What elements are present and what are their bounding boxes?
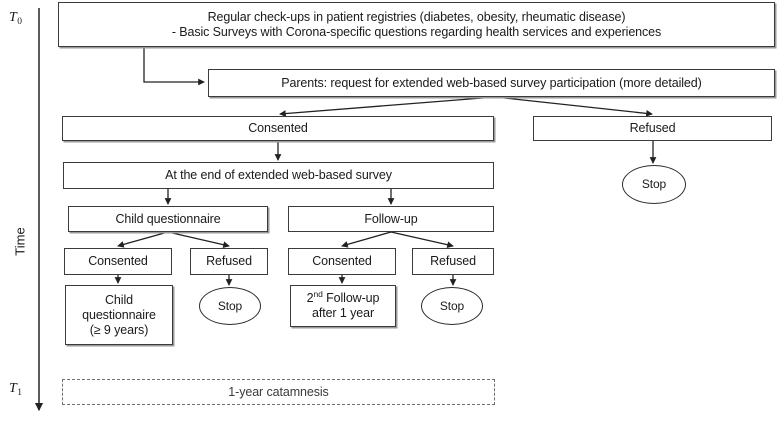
child-consented-label: Consented	[88, 254, 148, 268]
time-label-t1: T1	[9, 381, 23, 398]
node-second-follow-up: 2nd Follow-up after 1 year	[290, 285, 396, 327]
refused-top-label: Refused	[629, 121, 676, 135]
consented-top-label: Consented	[248, 121, 308, 135]
node-child-questionnaire-branch: Child questionnaire	[68, 206, 268, 232]
followup-refused-label: Refused	[430, 254, 476, 268]
second-follow-up-number: 2	[306, 291, 314, 305]
followup-consented-label: Consented	[312, 254, 372, 268]
node-stop-refused-top: Stop	[622, 165, 686, 204]
node-child-consented: Consented	[64, 248, 172, 275]
time-axis-label: Time	[12, 227, 28, 256]
stop-refused-top-label: Stop	[641, 177, 667, 191]
second-follow-up-text: Follow-up	[322, 291, 380, 305]
second-follow-up-line-1: 2nd Follow-up	[306, 288, 380, 306]
stop-followup-refused-label: Stop	[439, 298, 465, 313]
node-child-refused: Refused	[190, 248, 268, 275]
stop-child-refused-label: Stop	[217, 298, 243, 313]
node-refused-top: Refused	[533, 116, 772, 141]
second-follow-up-ordinal-suffix: nd	[313, 288, 323, 299]
node-baseline-surveys: Regular check-ups in patient registries …	[58, 2, 775, 47]
node-end-of-survey: At the end of extended web-based survey	[63, 162, 494, 189]
baseline-line-1: Regular check-ups in patient registries …	[207, 9, 626, 24]
node-follow-up-branch: Follow-up	[288, 206, 494, 232]
child-final-line-2: questionnaire	[82, 307, 156, 322]
node-stop-child-refused: Stop	[199, 287, 261, 325]
node-consented-top: Consented	[62, 116, 494, 141]
parents-request-label: Parents: request for extended web-based …	[281, 75, 702, 90]
baseline-line-2: - Basic Surveys with Corona-specific que…	[171, 24, 662, 39]
child-questionnaire-branch-label: Child questionnaire	[115, 211, 221, 226]
node-parents-request: Parents: request for extended web-based …	[208, 69, 775, 97]
follow-up-branch-label: Follow-up	[364, 211, 418, 226]
child-final-line-1: Child	[105, 292, 133, 307]
node-followup-refused: Refused	[412, 248, 494, 275]
node-child-questionnaire-final: Child questionnaire (≥ 9 years)	[65, 285, 173, 345]
end-of-survey-label: At the end of extended web-based survey	[165, 168, 392, 182]
child-refused-label: Refused	[206, 254, 252, 268]
node-followup-consented: Consented	[288, 248, 396, 275]
second-follow-up-line-2: after 1 year	[311, 306, 375, 320]
node-stop-followup-refused: Stop	[421, 287, 483, 325]
child-final-line-3: (≥ 9 years)	[89, 322, 149, 337]
node-catamnesis: 1-year catamnesis	[62, 379, 495, 405]
time-label-t0: T0	[9, 10, 23, 27]
catamnesis-label: 1-year catamnesis	[228, 384, 329, 399]
